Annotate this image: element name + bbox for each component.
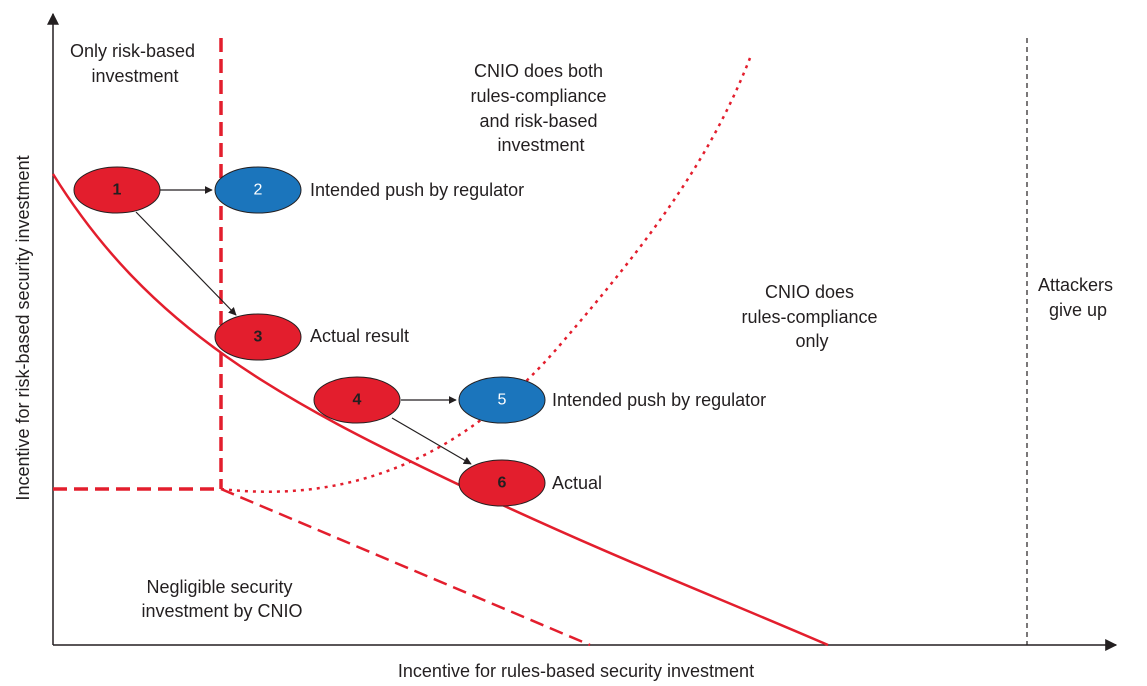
arrow-4-to-6 [391,417,472,465]
node-1-number: 1 [113,182,122,199]
arrow-1-to-3 [135,211,237,316]
both-vs-rules-dotted-curve [220,57,752,493]
node-2-number: 2 [254,182,263,199]
region-negligible-label: Negligible security investment by CNIO [141,577,302,621]
node-3: 3 [214,313,302,361]
node-5-number: 5 [498,392,507,409]
node-6-number: 6 [498,475,507,492]
solid-incentive-curve [51,173,829,647]
x-axis-label: Incentive for rules-based security inves… [398,661,754,681]
node-3-number: 3 [254,329,263,346]
region-only-risk-label: Only risk-based investment [70,41,200,86]
node-6: 6 [458,459,546,507]
node-1: 1 [73,166,161,214]
node-2: 2 [214,166,302,214]
negligible-boundary-diagonal [220,487,591,647]
region-attackers-label: Attackers give up [1038,275,1118,320]
node-4: 4 [313,376,401,424]
region-both-label: CNIO does both rules-compliance and risk… [470,61,611,155]
node-5: 5 [458,376,546,424]
node-3-label: Actual result [310,326,409,346]
y-axis-label: Incentive for risk-based security invest… [13,155,33,500]
region-rules-only-label: CNIO does rules-compliance only [741,282,882,351]
node-5-label: Intended push by regulator [552,390,766,410]
node-2-label: Intended push by regulator [310,180,524,200]
node-6-label: Actual [552,473,602,493]
node-4-number: 4 [353,392,362,409]
